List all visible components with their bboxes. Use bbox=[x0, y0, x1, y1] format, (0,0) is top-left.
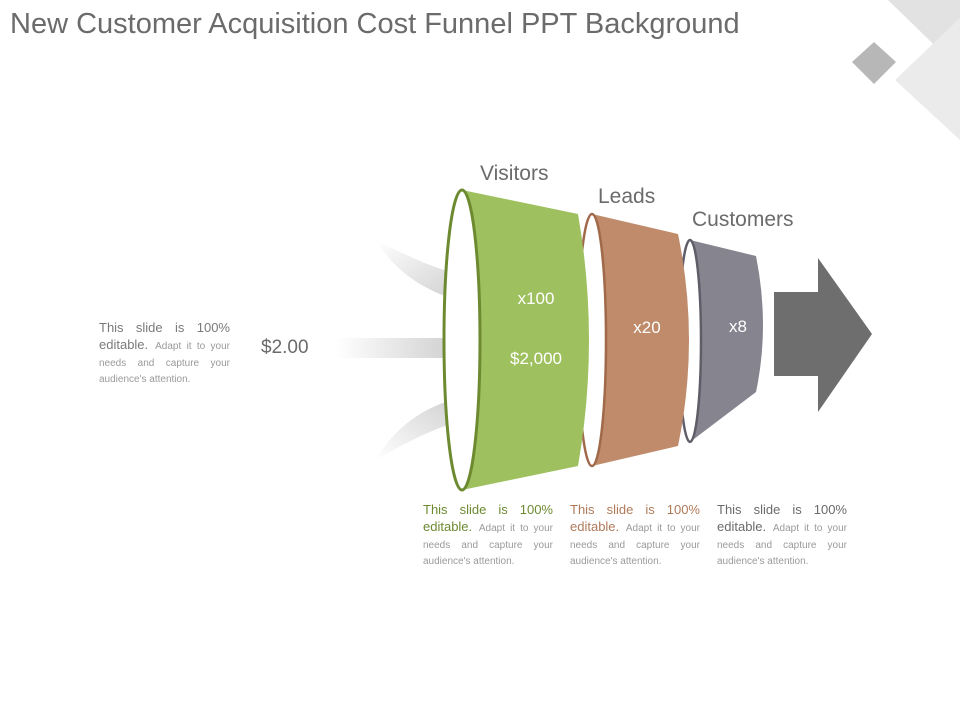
label-visitors: Visitors bbox=[480, 162, 549, 185]
value-customers-multiplier: x8 bbox=[729, 317, 747, 336]
visitors-rim bbox=[442, 188, 482, 492]
note-left-lead: This slide is 100% editable. bbox=[99, 320, 230, 352]
note-left-body: Adapt it to your needs and capture your … bbox=[99, 340, 230, 386]
label-leads: Leads bbox=[598, 185, 656, 208]
note-left: This slide is 100% editable. Adapt it to… bbox=[99, 320, 230, 387]
note-customers: This slide is 100% editable. Adapt it to… bbox=[717, 502, 847, 569]
note-visitors-lead: This slide is 100% editable. bbox=[423, 502, 553, 534]
note-leads-lead: This slide is 100% editable. bbox=[570, 502, 700, 534]
note-customers-body: Adapt it to your needs and capture your … bbox=[717, 522, 847, 568]
note-visitors: This slide is 100% editable. Adapt it to… bbox=[423, 502, 553, 569]
outgoing-arrow bbox=[774, 258, 872, 412]
value-visitors-multiplier: x100 bbox=[517, 289, 555, 308]
note-leads-body: Adapt it to your needs and capture your … bbox=[570, 522, 700, 568]
value-visitors-cost: $2,000 bbox=[510, 349, 562, 368]
note-visitors-body: Adapt it to your needs and capture your … bbox=[423, 522, 553, 568]
label-customers: Customers bbox=[692, 208, 794, 231]
note-leads: This slide is 100% editable. Adapt it to… bbox=[570, 502, 700, 569]
funnel-stage-leads bbox=[585, 214, 689, 466]
funnel-stage-customers bbox=[685, 240, 763, 442]
incoming-arrow-middle bbox=[336, 326, 484, 370]
note-customers-lead: This slide is 100% editable. bbox=[717, 502, 847, 534]
value-leads-multiplier: x20 bbox=[633, 318, 661, 337]
cost-per-visitor: $2.00 bbox=[261, 337, 309, 358]
slide-title: New Customer Acquisition Cost Funnel PPT… bbox=[10, 8, 740, 40]
funnel-stage-visitors bbox=[454, 190, 589, 490]
